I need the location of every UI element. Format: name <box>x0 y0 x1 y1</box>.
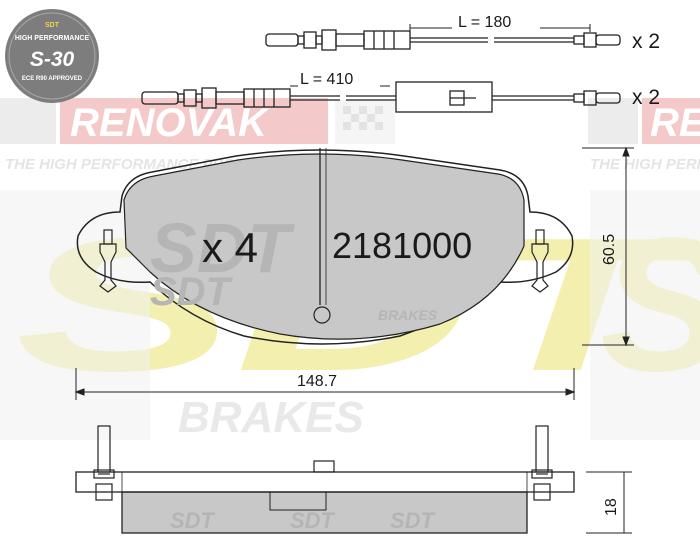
thickness-dimension <box>586 471 632 534</box>
sensor-long-length-label: L = 410 <box>300 71 353 88</box>
thickness-label: 18 <box>603 498 620 516</box>
part-number: 2181000 <box>332 225 472 266</box>
sensor-short-length-label: L = 180 <box>458 14 511 31</box>
wear-sensor-long <box>141 81 621 113</box>
height-label: 60.5 <box>601 234 618 265</box>
watermark-shadow-right <box>590 190 700 440</box>
pad-sdt-watermark-2: SDT <box>150 270 234 314</box>
left-retaining-pin <box>99 229 117 293</box>
length-dimension-short <box>409 24 591 32</box>
sensor-long-qty-label: x 2 <box>632 86 660 109</box>
brake-pad-front-view: SDT SDT BRAKES x 4 2181000 <box>76 148 574 345</box>
tagline-right: THE HIGH PERFORMANCE PRODUCTS <box>590 156 700 173</box>
pad-sdt-watermark: SDT <box>150 209 295 287</box>
renovak-banner-right <box>642 98 700 144</box>
badge-bottom-text: ECE R90 APPROVED <box>22 76 83 82</box>
height-dimension <box>582 146 634 347</box>
side-sdt-watermark-2: SDT <box>290 508 336 533</box>
pad-brakes-watermark: BRAKES <box>378 307 438 323</box>
center-notch <box>313 306 331 324</box>
pad-quantity-label: x 4 <box>202 224 258 271</box>
width-label: 148.7 <box>297 373 337 390</box>
watermark-block-right <box>588 98 638 144</box>
renovak-brand-left: RENOVAK <box>70 101 270 145</box>
badge-top-text: SDT <box>45 22 60 29</box>
side-sdt-watermark-3: SDT <box>390 508 436 533</box>
badge-mid-text: HIGH PERFORMANCE <box>15 35 90 42</box>
brakes-watermark: BRAKES <box>178 393 364 442</box>
sensor-short-qty-label: x 2 <box>632 30 660 53</box>
watermark-block-left <box>0 98 56 144</box>
brake-pad-side-view: SDT SDT SDT <box>75 425 575 534</box>
width-dimension <box>74 368 576 400</box>
checkered-flag-icon <box>335 100 395 144</box>
side-sdt-watermark: SDT <box>170 508 216 533</box>
s30-certification-badge: SDT HIGH PERFORMANCE S-30 ECE R90 APPROV… <box>5 9 99 103</box>
badge-big-text: S-30 <box>30 48 75 71</box>
right-retaining-pin <box>531 229 549 293</box>
wear-sensor-short <box>265 29 621 51</box>
renovak-brand-right: RENOVAK <box>650 101 700 145</box>
